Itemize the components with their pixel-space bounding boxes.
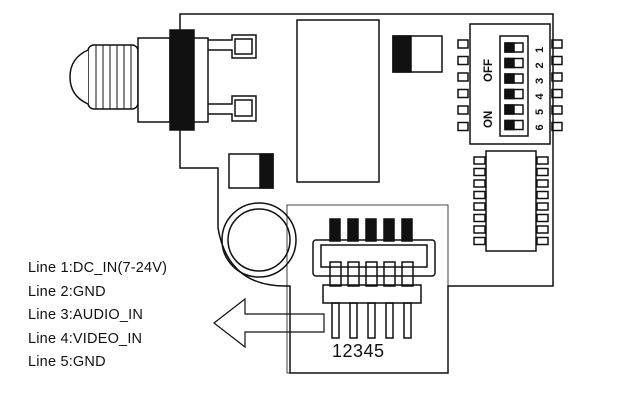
dip-lever-knob (504, 57, 515, 69)
connector-top-pad (401, 218, 413, 242)
soic-pad-right (536, 179, 549, 188)
dip-pad-left (457, 39, 469, 49)
dip-pad-right (551, 121, 563, 132)
connector-top-pad (329, 218, 341, 242)
dip-switch-number: 4 (534, 93, 546, 100)
pinout-line: Line 2:GND (28, 283, 106, 300)
connector-top-pad (383, 218, 395, 242)
dip-lever-knob (504, 73, 515, 84)
dip-pad-right (551, 39, 563, 49)
soic-pad-left (473, 179, 486, 188)
cable-arrow (213, 297, 325, 349)
dip-pad-left (457, 121, 469, 132)
connector-pin-upper (365, 261, 378, 287)
soic-pad-right (536, 190, 549, 200)
dip-lever-knob (504, 119, 515, 131)
dip-switch-number: 1 (534, 47, 546, 53)
dip-pad-left (457, 88, 469, 99)
pinout-line: Line 4:VIDEO_IN (28, 330, 143, 347)
soic-pad-left (473, 167, 486, 177)
dip-switch-number: 3 (534, 78, 546, 84)
soic-pad-right (536, 213, 549, 223)
soic-pad-right (536, 156, 549, 165)
connector-zone-outline (286, 204, 449, 374)
round-component (221, 202, 297, 278)
five-pin-connector (312, 218, 436, 339)
connector-pin-upper (383, 261, 396, 287)
pcb-outline (179, 13, 554, 374)
dip-switch-number: 6 (534, 124, 546, 130)
dip-off-label: OFF (483, 59, 495, 82)
bnc-connector (69, 29, 209, 131)
dip-pad-right (551, 55, 563, 66)
pinout-line: Line 1:DC_IN(7-24V) (28, 260, 168, 276)
dip-on-label: ON (483, 111, 495, 128)
soic-pad-right (536, 236, 549, 246)
soic-pad-left (473, 202, 486, 211)
smd-component-lower (228, 153, 274, 189)
soic-ic (473, 150, 549, 252)
dip-pad-right (551, 72, 563, 82)
soic-pad-left (473, 213, 486, 223)
dip-lever-knob (504, 42, 515, 53)
dip-lever-knob (504, 104, 515, 115)
connector-pin-lower (385, 302, 394, 339)
dip-switch (457, 23, 563, 145)
smd-component-upper (392, 35, 443, 73)
connector-pin-numbers: 12345 (332, 341, 385, 361)
main-ic (296, 19, 380, 183)
pinout-line: Line 3:AUDIO_IN (28, 307, 144, 323)
dip-pad-left (457, 105, 469, 115)
soic-pad-right (536, 225, 549, 234)
connector-top-pad (347, 218, 359, 242)
soic-pad-right (536, 202, 549, 211)
soic-pad-left (473, 156, 486, 165)
dip-pad-left (457, 55, 469, 66)
bnc-pad-bottom (208, 95, 257, 122)
bnc-pad-top (208, 34, 257, 59)
dip-pad-left (457, 72, 469, 82)
connector-pin-upper (347, 261, 360, 287)
dip-pad-right (551, 88, 563, 99)
connector-pin-lower (403, 302, 412, 339)
dip-pad-right (551, 105, 563, 115)
connector-pin-lower (331, 302, 340, 339)
connector-pin-upper (329, 261, 342, 287)
soic-pad-left (473, 236, 486, 246)
soic-pad-right (536, 167, 549, 177)
soic-pad-left (473, 190, 486, 200)
connector-top-pad (365, 218, 377, 242)
dip-lever-knob (504, 88, 515, 100)
connector-pin-lower (367, 302, 376, 339)
soic-pad-left (473, 225, 486, 234)
connector-pinout-list: Line 1:DC_IN(7-24V) Line 2:GND Line 3:AU… (28, 257, 167, 375)
connector-pin-lower (349, 302, 358, 339)
connector-pin-upper (401, 261, 414, 287)
pinout-line: Line 5:GND (28, 354, 106, 370)
dip-switch-number: 5 (534, 109, 546, 115)
dip-switch-number: 2 (534, 62, 546, 68)
